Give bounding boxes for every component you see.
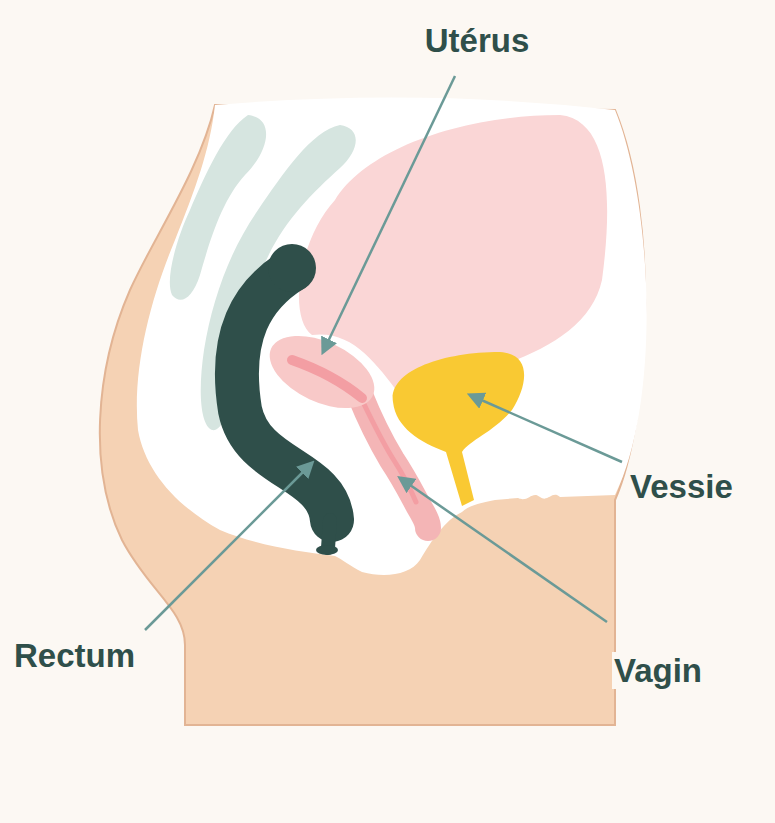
organ-label: Vagin bbox=[612, 652, 704, 689]
label-holder: Rectum bbox=[12, 637, 137, 675]
label-holder: Utérus bbox=[423, 22, 532, 60]
leader-line bbox=[145, 463, 312, 630]
leader-line bbox=[400, 478, 607, 622]
bladder-shape bbox=[393, 352, 524, 506]
uterus-shape bbox=[259, 321, 386, 423]
organ-label: Vessie bbox=[628, 468, 735, 505]
leader-line bbox=[323, 76, 455, 352]
pelvic-cavity bbox=[137, 98, 647, 575]
label-holder: Vagin bbox=[612, 652, 704, 690]
organ-label: Rectum bbox=[12, 637, 137, 674]
leader-line bbox=[470, 395, 622, 462]
label-holder: Vessie bbox=[628, 468, 735, 506]
organ-label: Utérus bbox=[423, 22, 532, 59]
